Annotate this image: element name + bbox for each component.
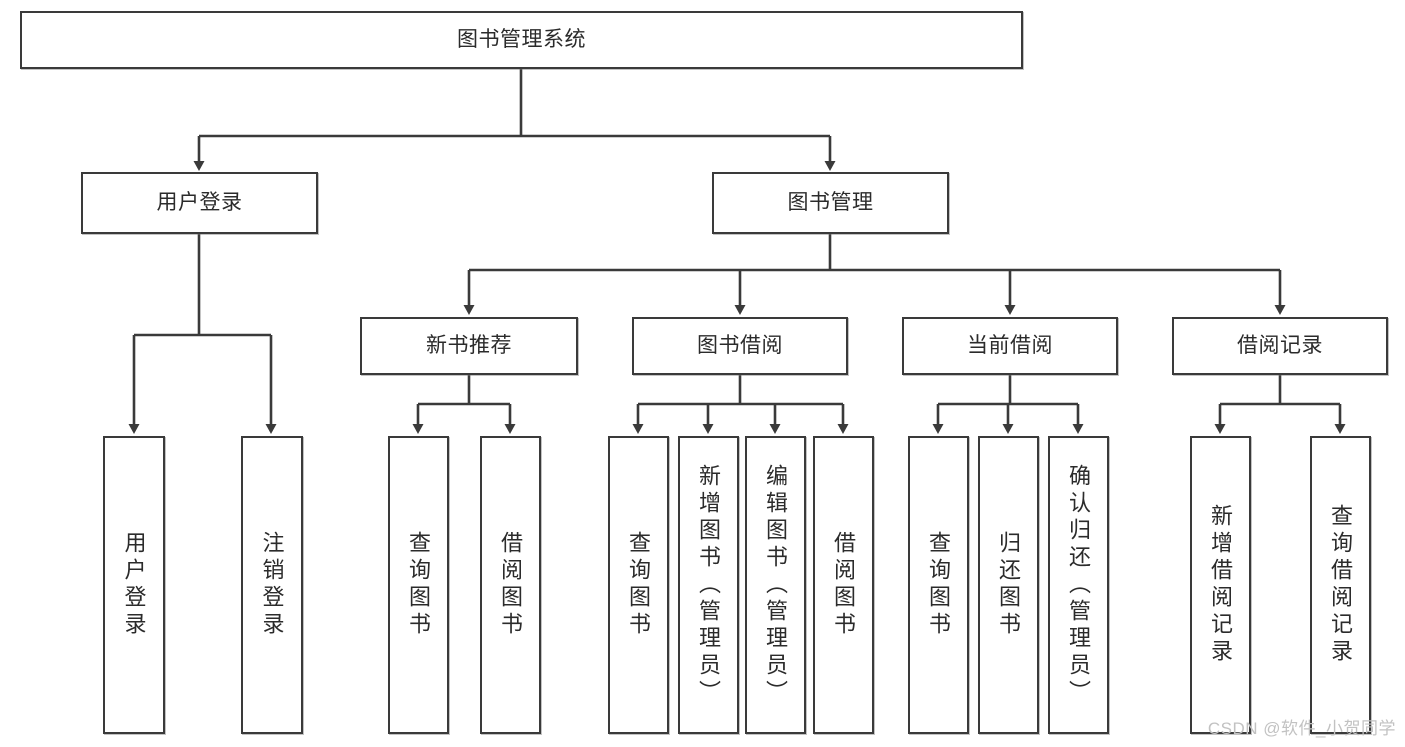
leaf-add-borrow-record-label: 新增借阅记录 — [1208, 504, 1234, 666]
leaf-borrow-book-borrow-label: 借阅图书 — [831, 531, 857, 639]
node-new-book-recommend[interactable]: 新书推荐 — [360, 317, 578, 375]
leaf-confirm-return-admin-label: 确认归还（管理员） — [1066, 463, 1092, 707]
leaf-confirm-return-admin[interactable]: 确认归还（管理员） — [1048, 436, 1109, 734]
leaf-add-book-admin[interactable]: 新增图书（管理员） — [678, 436, 739, 734]
leaf-query-borrow-record-label: 查询借阅记录 — [1328, 504, 1354, 666]
leaf-edit-book-admin[interactable]: 编辑图书（管理员） — [745, 436, 806, 734]
leaf-user-login[interactable]: 用户登录 — [103, 436, 165, 734]
node-book-borrow[interactable]: 图书借阅 — [632, 317, 848, 375]
leaf-edit-book-admin-label: 编辑图书（管理员） — [763, 463, 789, 707]
leaf-borrow-book-borrow[interactable]: 借阅图书 — [813, 436, 874, 734]
leaf-borrow-book-recommend[interactable]: 借阅图书 — [480, 436, 541, 734]
node-current-borrow[interactable]: 当前借阅 — [902, 317, 1118, 375]
leaf-logout[interactable]: 注销登录 — [241, 436, 303, 734]
node-borrow-records[interactable]: 借阅记录 — [1172, 317, 1388, 375]
leaf-query-borrow-record[interactable]: 查询借阅记录 — [1310, 436, 1371, 734]
leaf-query-book-recommend[interactable]: 查询图书 — [388, 436, 449, 734]
leaf-query-book-current[interactable]: 查询图书 — [908, 436, 969, 734]
node-book-borrow-label: 图书借阅 — [697, 334, 783, 358]
leaf-logout-label: 注销登录 — [259, 531, 285, 639]
node-root[interactable]: 图书管理系统 — [20, 11, 1023, 69]
node-root-label: 图书管理系统 — [457, 28, 586, 52]
leaf-return-book[interactable]: 归还图书 — [978, 436, 1039, 734]
leaf-add-borrow-record[interactable]: 新增借阅记录 — [1190, 436, 1251, 734]
leaf-query-book-current-label: 查询图书 — [926, 531, 952, 639]
node-book-management-label: 图书管理 — [787, 191, 874, 215]
leaf-query-book-borrow-label: 查询图书 — [626, 531, 652, 639]
leaf-query-book-borrow[interactable]: 查询图书 — [608, 436, 669, 734]
node-borrow-records-label: 借阅记录 — [1237, 334, 1323, 358]
leaf-add-book-admin-label: 新增图书（管理员） — [696, 463, 722, 707]
leaf-query-book-recommend-label: 查询图书 — [406, 531, 432, 639]
leaf-return-book-label: 归还图书 — [996, 531, 1022, 639]
node-user-login-label: 用户登录 — [156, 191, 243, 215]
node-book-management[interactable]: 图书管理 — [712, 172, 949, 234]
leaf-user-login-label: 用户登录 — [121, 531, 147, 639]
node-current-borrow-label: 当前借阅 — [967, 334, 1053, 358]
node-user-login[interactable]: 用户登录 — [81, 172, 318, 234]
csdn-watermark: CSDN @软件_小贺同学 — [1207, 719, 1396, 738]
leaf-borrow-book-recommend-label: 借阅图书 — [498, 531, 524, 639]
node-new-book-recommend-label: 新书推荐 — [426, 334, 512, 358]
